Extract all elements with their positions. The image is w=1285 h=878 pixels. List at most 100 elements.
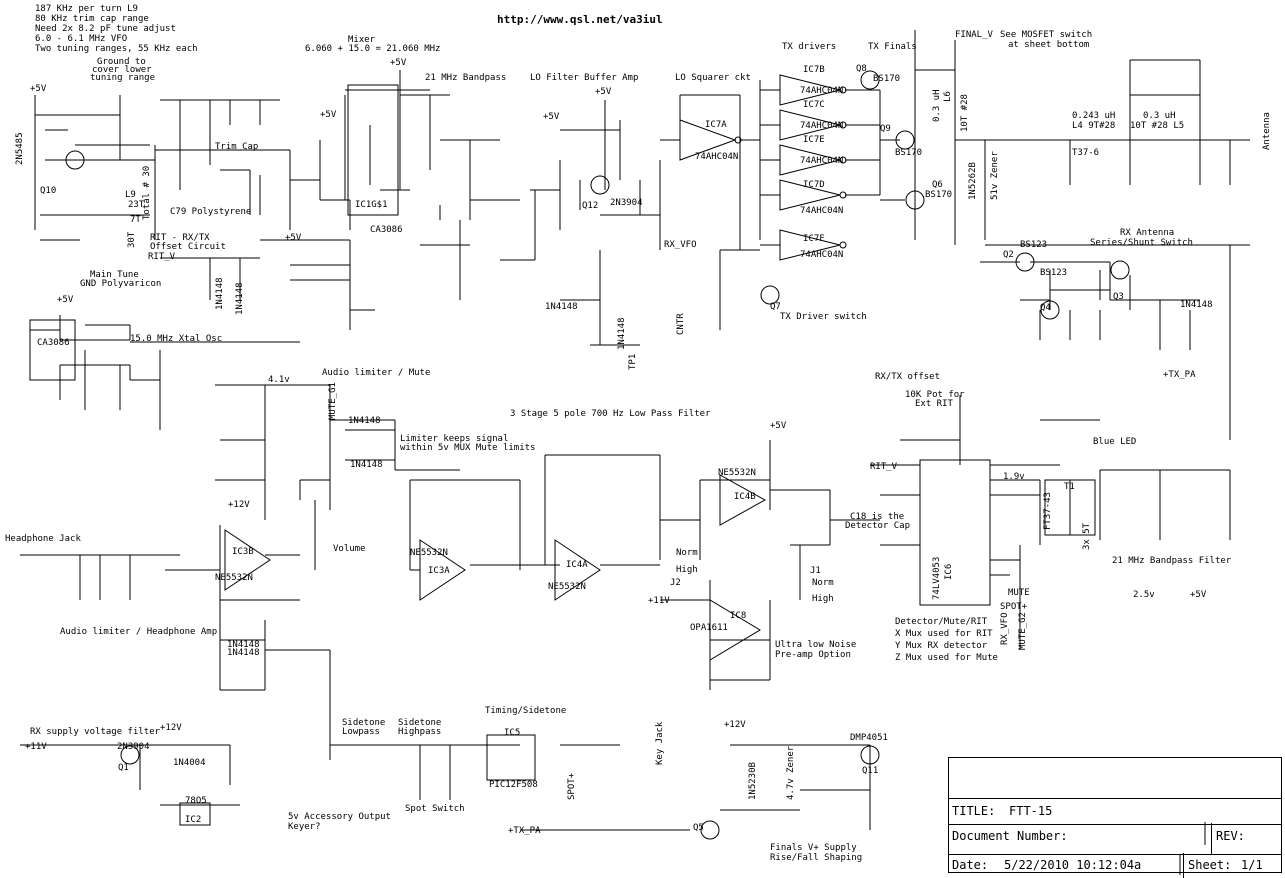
rx-antenna-label: RX Antenna	[1120, 228, 1175, 238]
tx-driver-switch-label: TX Driver switch	[780, 312, 867, 322]
poly-label: C79 Polystyrene	[170, 207, 252, 217]
xtal-osc-label: 15.0 MHz Xtal Osc	[130, 334, 223, 344]
ic6-label: IC6	[944, 563, 954, 580]
q5-label: Q5	[693, 823, 704, 833]
mosfet-note2: at sheet bottom	[1008, 40, 1090, 50]
url-link[interactable]: http://www.qsl.net/va3iul	[497, 13, 663, 26]
ic4b-label: IC4B	[734, 492, 756, 502]
opamps	[224, 474, 767, 661]
transistors	[65, 70, 1130, 840]
title-row: TITLE: FTT-15	[949, 798, 1281, 824]
part-bs123-1: BS123	[1040, 268, 1068, 278]
ic3a-label: IC3A	[428, 566, 450, 576]
net-5v-8: +5V	[770, 421, 787, 431]
q3-label: Q3	[1113, 292, 1124, 302]
limiter-note2: within 5v MUX Mute limits	[400, 443, 536, 453]
note-ranges: Two tuning ranges, 55 KHz each	[35, 44, 198, 54]
part-2n3904-1: 2N3904	[610, 198, 643, 208]
keyer-label: Keyer?	[288, 822, 321, 832]
lpf-wires	[409, 440, 880, 600]
d1-part: 1N4004	[173, 758, 206, 768]
part-pic: PIC12F508	[489, 780, 538, 790]
rev-label: REV:	[1211, 823, 1245, 855]
part-7805: 78O5	[185, 796, 207, 806]
net-rx-vfo-2: RX_VFO	[1000, 612, 1010, 645]
part-ne5532-1: NE5532N	[215, 573, 253, 583]
ground-note3: tuning range	[90, 73, 156, 83]
finals-supply-label: Finals V+ Supply	[770, 843, 857, 853]
l4-value: 0.243 uH	[1072, 111, 1116, 121]
tx-drivers-label: TX drivers	[782, 42, 837, 52]
net-5v-9: +5V	[1190, 590, 1207, 600]
title-block: TITLE: FTT-15 Document Number: REV: Date…	[948, 757, 1282, 878]
rit-label2: Offset Circuit	[150, 242, 226, 252]
part-bs123-2: BS123	[1020, 240, 1048, 250]
part-74ahc-1: 74AHC04N	[800, 86, 844, 96]
l9-turns: 30T	[127, 231, 137, 248]
ic8-label: IC8	[730, 611, 747, 621]
rit-label: RIT - RX/TX	[150, 233, 210, 243]
main-tune-label: Main Tune	[90, 270, 139, 280]
lpf-label: 3 Stage 5 pole 700 Hz Low Pass Filter	[510, 409, 711, 419]
sheet-label: Sheet:	[1183, 853, 1231, 878]
ic5-label: IC5	[504, 728, 521, 738]
part-2n5485: 2N5485	[15, 132, 25, 165]
net-11v-1: +11V	[25, 742, 47, 752]
ic7a-label: IC7A	[705, 120, 727, 130]
l6-value: 0.3 uH	[932, 89, 942, 122]
d4-part: 1N4148	[348, 416, 381, 426]
headphone-amp-label: Audio limiter / Headphone Amp	[60, 627, 218, 637]
l6-label: L6	[943, 91, 953, 102]
l9-7t: 7T	[130, 215, 141, 225]
mux-wires	[870, 395, 1231, 650]
net-5v-4: +5V	[595, 87, 612, 97]
headphone-jack-label: Headphone Jack	[5, 534, 81, 544]
jumper-high-1: High	[676, 565, 698, 575]
docnum-row: Document Number: REV:	[949, 823, 1281, 855]
limiter-note: Limiter keeps signal	[400, 434, 509, 444]
part-2n3904-2: 2N3904	[117, 742, 150, 752]
q11-label: Q11	[862, 766, 879, 776]
net-5v-2: +5V	[320, 110, 337, 120]
volt-1-9: 1.9v	[1003, 472, 1025, 482]
q7-label: Q7	[770, 302, 781, 312]
part-bs170-3: BS170	[925, 190, 953, 200]
rxtx-offset-label: RX/TX offset	[875, 372, 941, 382]
bottom-wires	[20, 744, 871, 831]
ic-boxes	[29, 84, 991, 826]
vfo-wires	[34, 70, 430, 330]
part-74ahc-6: 74AHC04N	[695, 152, 739, 162]
net-txpa-2: +TX_PA	[508, 826, 541, 836]
spot-switch-label: Spot Switch	[405, 804, 465, 814]
d6-part: 1N4148	[1180, 300, 1213, 310]
t1-turns: 3x 5T	[1082, 522, 1092, 550]
title-value: FTT-15	[1009, 804, 1053, 818]
d13-part: 1N4148	[545, 302, 578, 312]
part-ne5532-4: NE5532N	[718, 468, 756, 478]
d12-zener: 4.7v Zener	[786, 745, 796, 800]
ic1-label: IC1G$1	[355, 200, 388, 210]
blue-led-label: Blue LED	[1093, 437, 1137, 447]
q6-label: Q6	[932, 180, 943, 190]
lo-squarer-label: LO Squarer ckt	[675, 73, 751, 83]
part-ne5532-2: NE5532N	[410, 548, 448, 558]
ic7f-label: IC7F	[803, 234, 825, 244]
sidetone-hp-label2: Highpass	[398, 727, 442, 737]
d14-part: 1N4148	[617, 317, 627, 350]
final-v-top: FINAL_V	[955, 30, 993, 40]
part-dmp4051: DMP4051	[850, 733, 888, 743]
net-rx-vfo-1: RX_VFO	[664, 240, 697, 250]
note-tune: Need 2x 8.2 pF tune adjust	[35, 24, 176, 34]
mixer-wires	[400, 94, 560, 300]
net-cntr: CNTR	[676, 313, 686, 335]
date-value: 5/22/2010 10:12:04a	[1004, 858, 1142, 872]
q1-label: Q1	[118, 763, 129, 773]
q2-label: Q2	[1003, 250, 1014, 260]
mux-note-3: Y Mux RX detector	[895, 641, 988, 651]
net-mute-g2: MUTE_G2	[1018, 612, 1028, 650]
jumper-j1: J1	[810, 566, 821, 576]
pot-rit-label2: Ext RIT	[915, 399, 953, 409]
net-rit-v-2: RIT_V	[870, 462, 898, 472]
audio-limiter-label: Audio limiter / Mute	[322, 368, 431, 378]
